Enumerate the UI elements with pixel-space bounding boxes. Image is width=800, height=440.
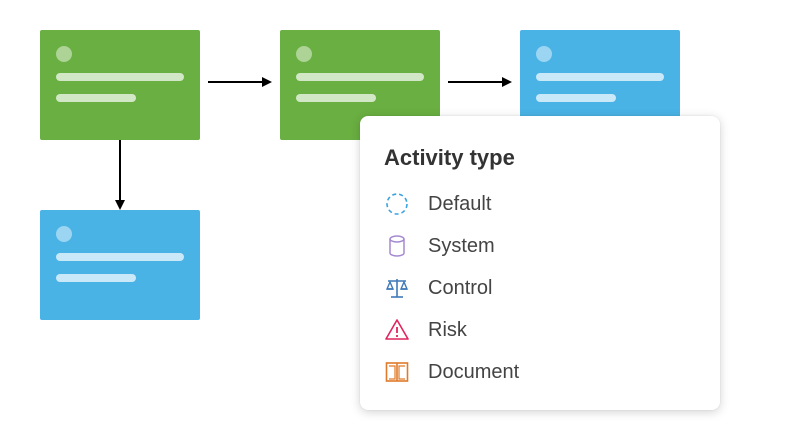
card-subtitle-placeholder bbox=[536, 94, 616, 102]
legend-item-system[interactable]: System bbox=[384, 232, 495, 260]
card-subtitle-placeholder bbox=[56, 94, 136, 102]
activity-type-legend: Activity type Default System bbox=[360, 116, 720, 410]
card-status-dot bbox=[296, 46, 312, 62]
legend-item-label: System bbox=[428, 234, 495, 257]
legend-item-control[interactable]: Control bbox=[384, 274, 492, 302]
card-status-dot bbox=[536, 46, 552, 62]
warning-icon bbox=[384, 317, 410, 343]
scales-icon bbox=[384, 275, 410, 301]
legend-item-risk[interactable]: Risk bbox=[384, 316, 467, 344]
card-title-placeholder bbox=[56, 73, 184, 81]
book-icon bbox=[384, 359, 410, 385]
card-status-dot bbox=[56, 226, 72, 242]
card-title-placeholder bbox=[296, 73, 424, 81]
legend-item-label: Default bbox=[428, 192, 492, 215]
card-subtitle-placeholder bbox=[56, 274, 136, 282]
legend-title: Activity type bbox=[384, 145, 515, 170]
legend-item-document[interactable]: Document bbox=[384, 358, 519, 386]
card-subtitle-placeholder bbox=[296, 94, 376, 102]
card-title-placeholder bbox=[536, 73, 664, 81]
activity-card[interactable] bbox=[40, 210, 200, 320]
legend-item-label: Risk bbox=[428, 318, 467, 341]
activity-card[interactable] bbox=[40, 30, 200, 140]
legend-item-label: Control bbox=[428, 276, 493, 299]
dashed-circle-icon bbox=[384, 191, 410, 217]
card-title-placeholder bbox=[56, 253, 184, 261]
card-status-dot bbox=[56, 46, 72, 62]
database-icon bbox=[384, 233, 410, 259]
legend-item-label: Document bbox=[428, 360, 520, 383]
legend-item-default[interactable]: Default bbox=[384, 190, 491, 218]
